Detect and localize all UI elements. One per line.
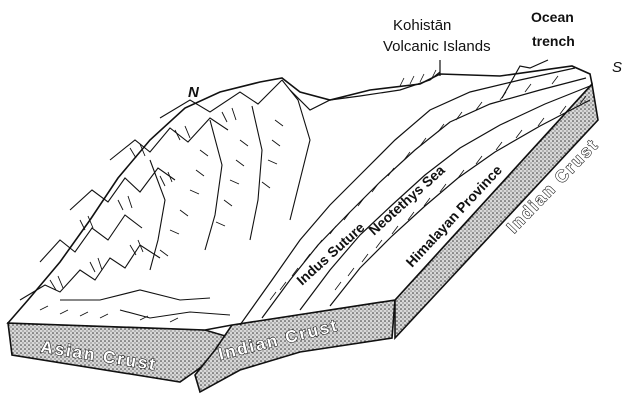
kohistan-label-line2: Volcanic Islands: [383, 38, 491, 55]
ocean-trench-label-line1: Ocean: [531, 9, 574, 25]
north-label: N: [188, 84, 200, 101]
ocean-trench-label-line2: trench: [532, 33, 575, 49]
kohistan-label-line1: Kohistān: [393, 17, 451, 34]
south-label: S: [612, 59, 622, 76]
